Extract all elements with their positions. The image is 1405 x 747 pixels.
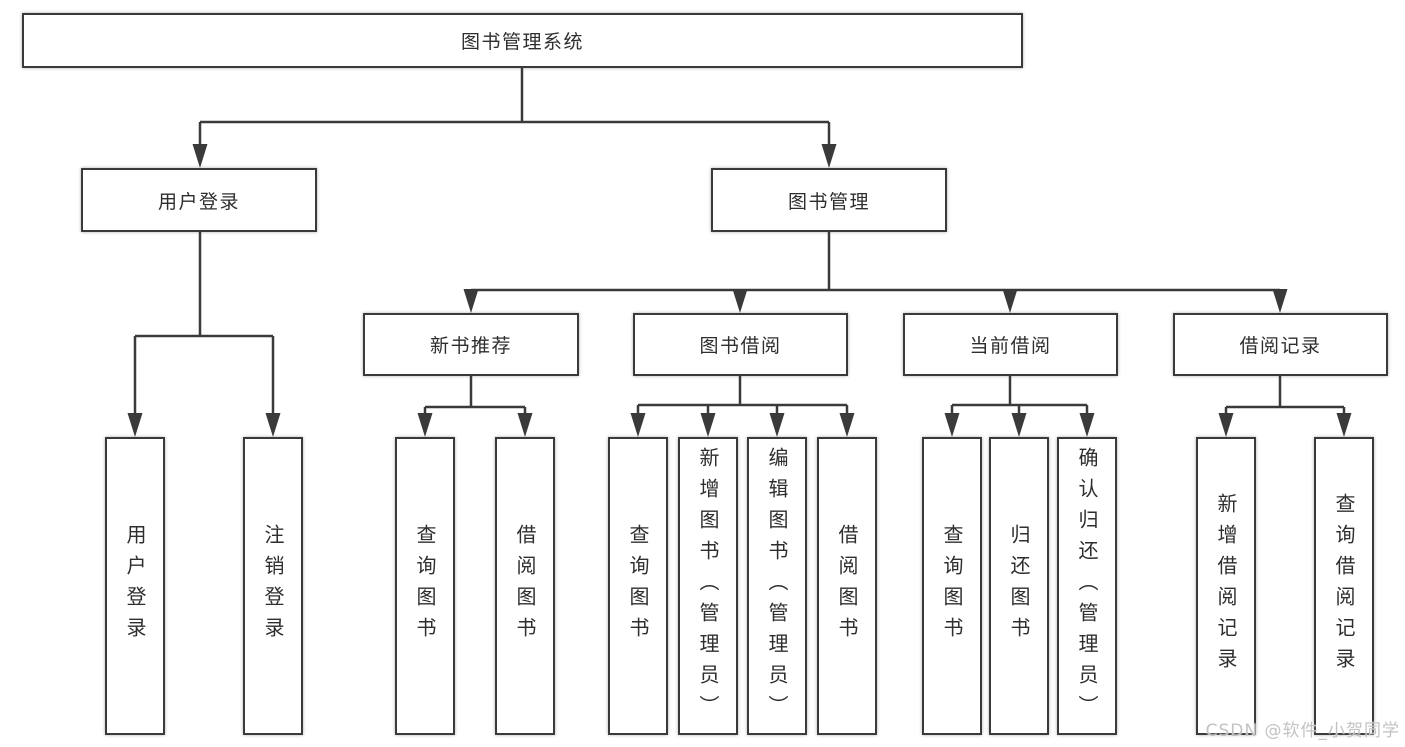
arrowhead: [839, 413, 855, 437]
node-label: 新书推荐: [429, 335, 512, 357]
node-new-book-recommendation: 新书推荐: [363, 313, 579, 376]
node-label: 图书管理: [787, 190, 870, 213]
arrowhead: [769, 413, 785, 437]
node-label: 查询借阅记录: [1332, 493, 1356, 679]
node-label: 编辑图书（管理员）: [765, 446, 789, 726]
node-book-management-system: 图书管理系统: [22, 13, 1023, 68]
arrowhead: [517, 413, 533, 437]
leaf-add-book-admin: 新增图书（管理员）: [678, 437, 738, 735]
csdn-watermark: CSDN @软件_小贺同学: [1205, 721, 1400, 741]
node-current-borrowing: 当前借阅: [903, 313, 1118, 376]
arrowhead: [192, 144, 208, 168]
node-label: 用户登录: [157, 190, 240, 213]
node-label: 查询图书: [626, 524, 650, 648]
node-label: 查询图书: [940, 524, 964, 648]
leaf-user-login: 用户登录: [105, 437, 165, 735]
node-label: 新增图书（管理员）: [696, 446, 720, 726]
leaf-confirm-return-admin: 确认归还（管理员）: [1057, 437, 1117, 735]
connector-lines: [133, 68, 1346, 416]
node-label: 借阅图书: [835, 524, 859, 648]
arrowhead: [700, 413, 716, 437]
node-label: 归还图书: [1007, 524, 1031, 648]
leaf-edit-book-admin: 编辑图书（管理员）: [747, 437, 807, 735]
arrowhead: [944, 413, 960, 437]
node-label: 当前借阅: [969, 335, 1052, 357]
node-book-borrowing: 图书借阅: [633, 313, 848, 376]
leaf-borrow-books-borrowing: 借阅图书: [817, 437, 877, 735]
arrowhead: [127, 413, 143, 437]
node-label: 借阅记录: [1239, 335, 1322, 357]
arrowhead: [732, 289, 748, 313]
node-label: 注销登录: [261, 524, 285, 648]
node-label: 查询图书: [413, 524, 437, 648]
arrowhead: [1002, 289, 1018, 313]
node-borrowing-records: 借阅记录: [1173, 313, 1388, 376]
node-label: 借阅图书: [513, 524, 537, 648]
arrowheads: [127, 144, 1352, 437]
leaf-query-books-borrowing: 查询图书: [608, 437, 668, 735]
leaf-query-borrow-record: 查询借阅记录: [1314, 437, 1374, 735]
arrowhead: [265, 413, 281, 437]
leaf-return-books: 归还图书: [989, 437, 1049, 735]
node-label: 图书借阅: [699, 335, 782, 357]
node-user-login: 用户登录: [81, 168, 317, 232]
node-label: 用户登录: [123, 524, 147, 648]
node-book-management: 图书管理: [711, 168, 947, 232]
node-label: 新增借阅记录: [1214, 493, 1238, 679]
arrowhead: [417, 413, 433, 437]
arrowhead: [821, 144, 837, 168]
arrowhead: [1011, 413, 1027, 437]
leaf-logout: 注销登录: [243, 437, 303, 735]
node-label: 图书管理系统: [460, 31, 584, 53]
node-label: 确认归还（管理员）: [1075, 446, 1099, 726]
leaf-query-books-recommend: 查询图书: [395, 437, 455, 735]
arrowhead: [1336, 413, 1352, 437]
arrowhead: [1272, 289, 1288, 313]
leaf-add-borrow-record: 新增借阅记录: [1196, 437, 1256, 735]
leaf-borrow-books-recommend: 借阅图书: [495, 437, 555, 735]
leaf-query-books-current: 查询图书: [922, 437, 982, 735]
arrowhead: [1218, 413, 1234, 437]
arrowhead: [463, 289, 479, 313]
arrowhead: [1079, 413, 1095, 437]
arrowhead: [630, 413, 646, 437]
